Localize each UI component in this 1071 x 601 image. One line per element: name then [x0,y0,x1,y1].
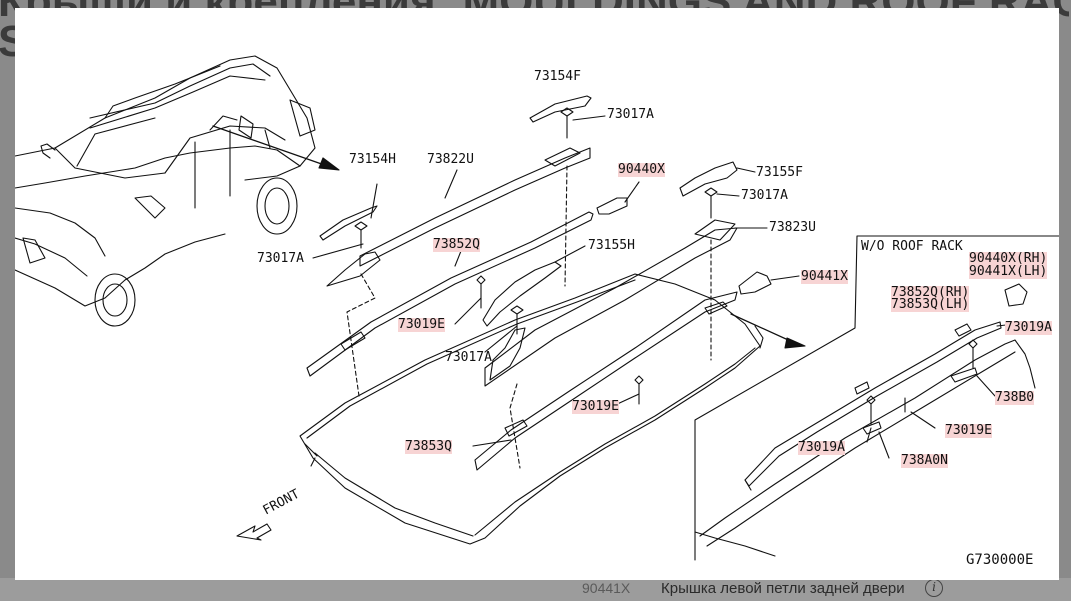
clip-90440X-rh [1004,283,1028,307]
part-label[interactable]: 73017A [257,251,304,266]
part-label[interactable]: 73154H [349,152,396,167]
part-label[interactable]: 73853Q [405,439,452,454]
footer-part-code[interactable]: 90441X [582,580,631,596]
front-arrow-icon [236,523,272,541]
part-label[interactable]: 73019E [572,399,619,414]
part-label[interactable]: 73017A [445,350,492,365]
part-label[interactable]: 73019A [1005,320,1052,335]
part-label[interactable]: 90440X [618,162,665,177]
part-label[interactable]: 73155F [756,165,803,180]
part-label[interactable]: 73823U [769,220,816,235]
arrow-head-icon [318,157,340,171]
parts-diagram-viewer[interactable]: 73154F 73017A 73154H 73822U 90440X 73155… [15,8,1059,580]
part-label[interactable]: 73852Q [433,237,480,252]
cover-73154H [319,205,378,241]
part-label[interactable]: 73017A [607,107,654,122]
vehicle-illustration [15,55,316,327]
dashed-guide-lines [346,165,712,469]
part-label[interactable]: 73853Q(LH) [891,297,970,312]
figure-code: G730000E [966,552,1034,568]
inset-without-roof-rack [694,235,1059,561]
footer-bar [0,578,1071,601]
cover-73155H [482,261,562,327]
parts-diagram [15,55,1059,561]
label-leader-lines [312,115,800,447]
clip-90441X [738,271,772,295]
info-circle-icon[interactable]: i [925,579,943,597]
part-label[interactable]: 73019E [398,317,445,332]
footer-part-description[interactable]: Крышка левой петли задней двери [661,580,905,597]
molding-73852Q [306,211,594,377]
cover-73155F [679,161,738,197]
part-label[interactable]: 73155H [588,238,635,253]
clip-90440X [596,197,628,215]
bolt-icon [354,107,718,405]
leader-arrow [730,313,798,345]
part-label[interactable]: 90441X(LH) [969,264,1048,279]
molding-73853Q [474,291,738,471]
part-label[interactable]: 73154F [534,69,581,84]
part-label[interactable]: 738A0N [901,453,948,468]
arrow-head-icon [784,337,806,349]
leader-arrow [212,125,334,169]
part-label[interactable]: 73017A [741,188,788,203]
part-label[interactable]: 90441X [801,269,848,284]
part-label[interactable]: 738B0 [995,390,1035,405]
cover-73154F [529,95,592,123]
part-label[interactable]: 73019E [945,423,992,438]
roof-rail-73823U [484,227,738,387]
inset-title: W/O ROOF RACK [861,239,963,254]
part-label[interactable]: 73852Q(RH) [891,285,970,300]
rail-end-cover [326,251,381,287]
part-label[interactable]: 73019A [798,440,845,455]
part-label[interactable]: 90440X(RH) [969,251,1048,266]
roof-rail-73822U [359,147,591,267]
part-label[interactable]: 73822U [427,152,474,167]
roof-panel [299,273,764,545]
